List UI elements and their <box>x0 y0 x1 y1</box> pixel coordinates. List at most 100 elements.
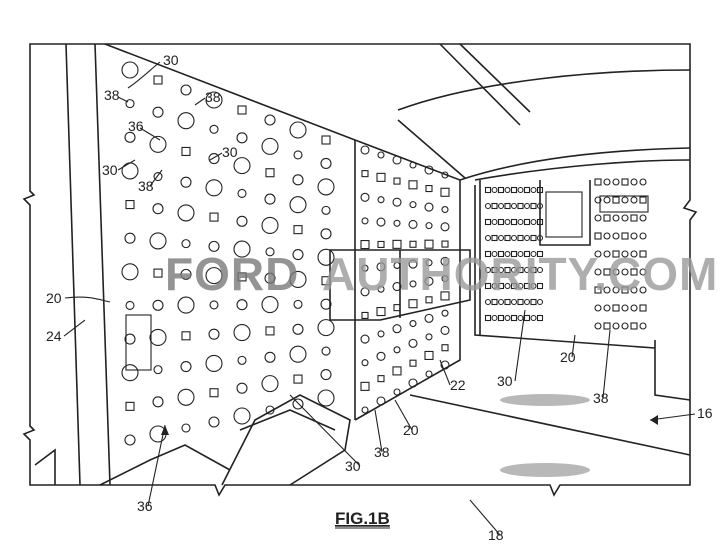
ref-label: 18 <box>488 527 504 543</box>
aperture <box>205 267 223 285</box>
aperture <box>536 202 544 210</box>
aperture <box>181 331 191 341</box>
aperture <box>440 222 450 232</box>
aperture <box>392 281 402 292</box>
aperture <box>441 344 449 352</box>
aperture <box>425 222 433 230</box>
aperture <box>497 298 505 306</box>
aperture <box>321 205 331 215</box>
aperture <box>594 250 602 258</box>
aperture <box>153 171 163 182</box>
aperture <box>639 304 647 312</box>
aperture <box>497 282 505 290</box>
watermark-brand: FORD <box>165 248 299 300</box>
aperture <box>510 298 518 306</box>
aperture <box>152 396 164 408</box>
aperture <box>289 121 307 139</box>
ref-label: 30 <box>222 144 238 160</box>
drawing-frame <box>22 43 698 497</box>
aperture <box>594 286 602 294</box>
aperture <box>237 272 247 282</box>
aperture <box>181 239 191 249</box>
ref-label: 30 <box>497 373 513 389</box>
aperture <box>441 309 449 317</box>
aperture <box>612 304 620 312</box>
aperture <box>264 193 276 205</box>
ref-label: 38 <box>104 87 120 103</box>
aperture <box>408 180 418 190</box>
ref-label: 16 <box>697 405 713 421</box>
aperture <box>536 250 544 258</box>
aperture <box>440 360 450 370</box>
aperture <box>289 270 307 289</box>
ref-label: 36 <box>128 118 144 134</box>
aperture <box>237 355 247 365</box>
aperture <box>265 405 275 415</box>
aperture <box>491 202 498 210</box>
aperture <box>377 151 385 159</box>
aperture <box>530 266 537 274</box>
aperture <box>293 225 303 235</box>
aperture <box>491 314 498 322</box>
ref-label: 20 <box>560 349 576 365</box>
aperture <box>424 350 434 361</box>
aperture <box>409 359 417 367</box>
aperture <box>484 298 492 306</box>
aperture <box>376 306 386 317</box>
aperture <box>233 323 251 342</box>
aperture <box>360 334 370 344</box>
aperture <box>425 259 433 267</box>
aperture <box>504 250 511 258</box>
aperture <box>530 282 537 290</box>
aperture <box>292 398 304 410</box>
aperture <box>149 232 167 250</box>
aperture <box>392 366 402 376</box>
aperture <box>152 203 164 215</box>
aperture <box>603 196 611 204</box>
ref-label: 38 <box>205 89 221 105</box>
aperture <box>152 299 164 311</box>
aperture <box>504 314 511 322</box>
aperture <box>317 389 335 407</box>
aperture <box>497 218 505 226</box>
aperture <box>264 114 276 126</box>
aperture <box>360 287 370 297</box>
aperture <box>612 250 620 258</box>
aperture <box>408 219 418 230</box>
aperture <box>594 178 602 186</box>
aperture <box>377 285 385 293</box>
aperture <box>504 298 511 306</box>
aperture <box>517 218 524 226</box>
aperture <box>261 216 279 235</box>
aperture <box>180 360 192 373</box>
aperture <box>517 298 524 306</box>
aperture <box>321 276 331 286</box>
aperture <box>208 240 220 252</box>
aperture <box>293 299 303 309</box>
ref-label: 22 <box>450 377 466 393</box>
figure-caption: FIG.1B <box>335 509 390 528</box>
aperture <box>121 263 139 281</box>
aperture <box>523 266 531 274</box>
aperture <box>510 250 518 258</box>
aperture <box>523 314 531 322</box>
aperture <box>639 286 647 294</box>
aperture <box>180 268 192 280</box>
aperture <box>320 368 332 381</box>
aperture <box>153 365 163 375</box>
aperture <box>237 105 247 115</box>
aperture <box>630 304 638 312</box>
aperture <box>441 171 449 179</box>
aperture <box>612 268 620 276</box>
panel-apertures <box>121 61 647 446</box>
aperture <box>321 346 331 356</box>
aperture <box>233 240 251 258</box>
aperture <box>603 268 611 276</box>
aperture <box>523 202 531 210</box>
aperture <box>424 165 434 175</box>
aperture <box>491 218 498 226</box>
aperture <box>536 282 544 290</box>
aperture <box>621 286 629 294</box>
aperture <box>153 268 163 278</box>
aperture <box>594 232 602 240</box>
